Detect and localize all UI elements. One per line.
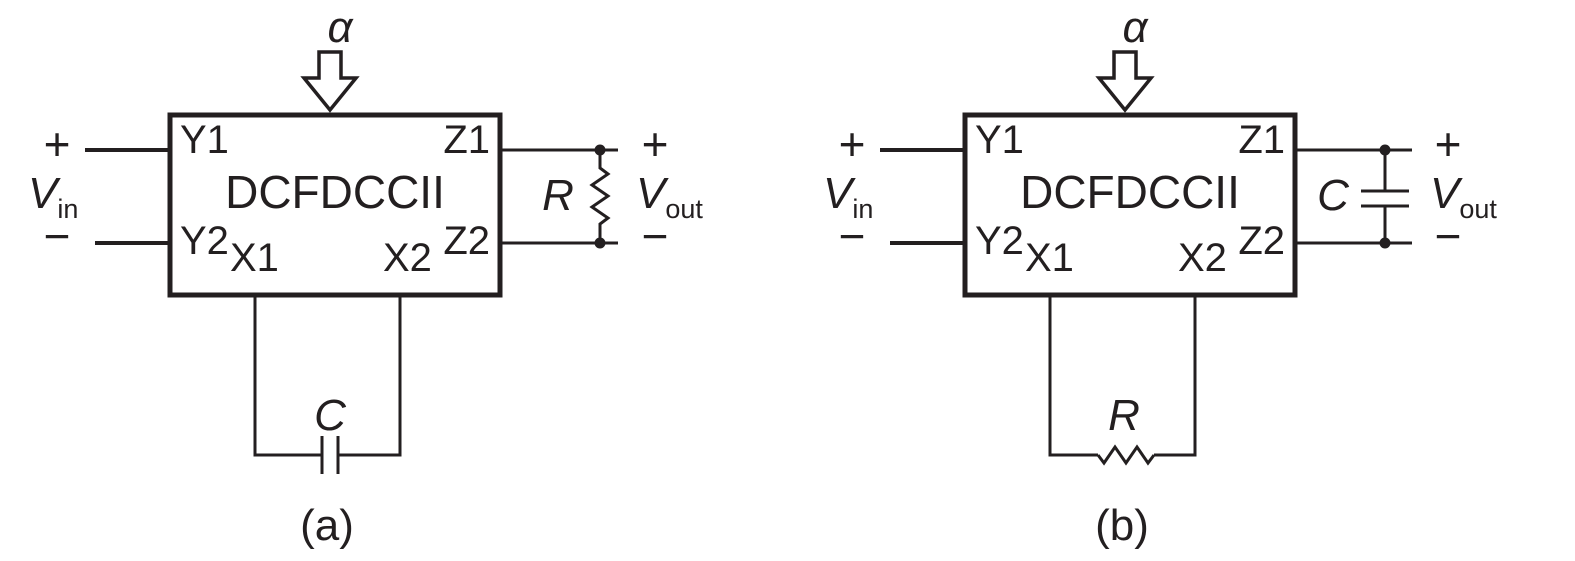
junction-dot: [1379, 237, 1391, 249]
wire-x1-bottom: [1048, 295, 1098, 457]
vout-minus-sign: −: [1435, 210, 1462, 262]
port-label-z2: Z2: [443, 219, 490, 263]
dcfdccii-block: [962, 112, 1298, 298]
port-label-z1: Z1: [443, 118, 490, 162]
vin-plus-sign: +: [44, 118, 71, 170]
block-name-label: DCFDCCII: [1020, 166, 1240, 218]
input-component-label: C: [314, 391, 347, 440]
port-label-z1: Z1: [1238, 118, 1285, 162]
wire-x2-bottom: [338, 295, 402, 457]
resistor-symbol: [1096, 444, 1156, 466]
vout-label: Vout: [636, 169, 703, 224]
vout-plus-sign: +: [642, 118, 669, 170]
port-label-x1: X1: [1025, 236, 1074, 280]
port-label-x2: X2: [383, 236, 432, 280]
input-component-label: R: [1108, 391, 1140, 440]
dcfdccii-block: [167, 112, 503, 298]
output-component-label: R: [542, 171, 574, 220]
resistor-symbol: [589, 150, 611, 243]
port-label-x1: X1: [230, 236, 279, 280]
vout-minus-sign: −: [642, 210, 669, 262]
block-name-label: DCFDCCII: [225, 166, 445, 218]
junction-dot: [594, 237, 606, 249]
alpha-arrow-icon: [300, 50, 360, 113]
alpha-arrow-icon: [1095, 50, 1155, 113]
vout-label: Vout: [1430, 169, 1497, 224]
alpha-label: α: [327, 3, 354, 52]
vin-label: Vin: [28, 169, 78, 224]
vin-minus-sign: −: [44, 210, 71, 262]
port-label-y1: Y1: [975, 118, 1024, 162]
junction-dot: [1379, 144, 1391, 156]
circuit-a: α Y1 Z1 DCFDCCII Y2 X1 X2 Z2 + Vin − R +…: [28, 3, 703, 550]
circuit-b: α Y1 Z1 DCFDCCII Y2 X1 X2 Z2 + Vin − C +…: [823, 3, 1497, 550]
vin-plus-sign: +: [839, 118, 866, 170]
output-component-label: C: [1317, 171, 1350, 220]
port-label-y2: Y2: [180, 219, 229, 263]
port-label-y2: Y2: [975, 219, 1024, 263]
vin-minus-sign: −: [839, 210, 866, 262]
port-label-y1: Y1: [180, 118, 229, 162]
wire-x2-bottom: [1154, 295, 1197, 457]
caption-b: (b): [1095, 501, 1149, 550]
port-label-x2: X2: [1178, 236, 1227, 280]
wire-x1-bottom: [253, 295, 322, 457]
vout-plus-sign: +: [1435, 118, 1462, 170]
alpha-label: α: [1122, 3, 1149, 52]
junction-dot: [594, 144, 606, 156]
caption-a: (a): [300, 501, 354, 550]
vin-label: Vin: [823, 169, 873, 224]
port-label-z2: Z2: [1238, 219, 1285, 263]
